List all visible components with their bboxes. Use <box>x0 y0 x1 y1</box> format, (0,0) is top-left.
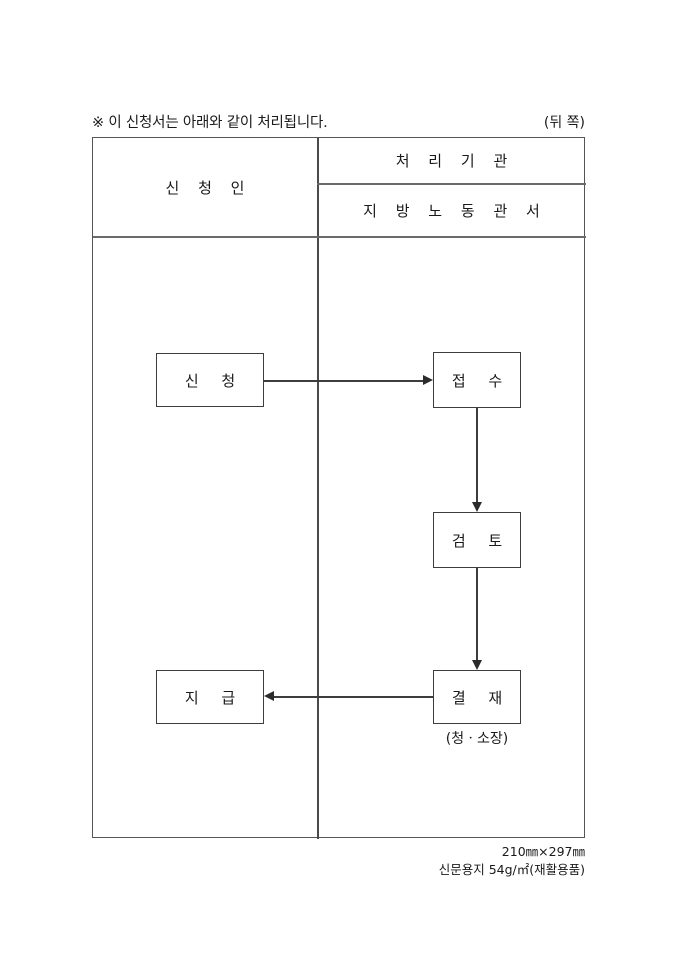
arrow-receipt-to-review-line <box>476 408 478 502</box>
header-bottom-rule <box>93 236 586 238</box>
arrow-application-to-receipt-line <box>264 380 423 382</box>
flow-node-payment: 지 급 <box>156 670 264 724</box>
arrow-approval-to-payment-line <box>274 696 433 698</box>
page-side-marker: (뒤 쪽) <box>543 115 585 131</box>
header-cell-applicant: 신 청 인 <box>165 178 252 197</box>
arrow-receipt-to-review-head-icon <box>471 502 482 512</box>
flow-node-application: 신 청 <box>156 353 264 407</box>
flow-node-review: 검 토 <box>433 512 521 568</box>
arrow-approval-to-payment-head-icon <box>264 691 274 701</box>
process-flow-table: 신 청 인 처 리 기 관 지 방 노 동 관 서 신 청 접 수 검 토 결 … <box>92 137 586 839</box>
column-divider <box>317 138 319 839</box>
footer-paper-spec: 210㎜×297㎜ 신문용지 54g/㎡(재활용품) <box>285 843 585 879</box>
flow-node-approval: 결 재 <box>433 670 521 724</box>
flow-node-receipt: 접 수 <box>433 352 521 408</box>
header-split-rule <box>317 183 586 185</box>
footer-paper-size: 210㎜×297㎜ <box>501 844 585 859</box>
header-cell-processing-agency: 처 리 기 관 <box>395 152 515 170</box>
arrow-review-to-approval-line <box>476 568 478 660</box>
top-note-row: ※ 이 신청서는 아래와 같이 처리됩니다. (뒤 쪽) <box>92 108 585 130</box>
processing-note: ※ 이 신청서는 아래와 같이 처리됩니다. <box>92 114 328 131</box>
flow-node-approval-caption: (청ㆍ소장) <box>445 731 509 747</box>
header-cell-local-labor-office: 지 방 노 동 관 서 <box>363 201 547 220</box>
arrow-application-to-receipt-head-icon <box>423 375 433 385</box>
arrow-review-to-approval-head-icon <box>471 660 482 670</box>
footer-paper-material: 신문용지 54g/㎡(재활용품) <box>438 862 585 878</box>
